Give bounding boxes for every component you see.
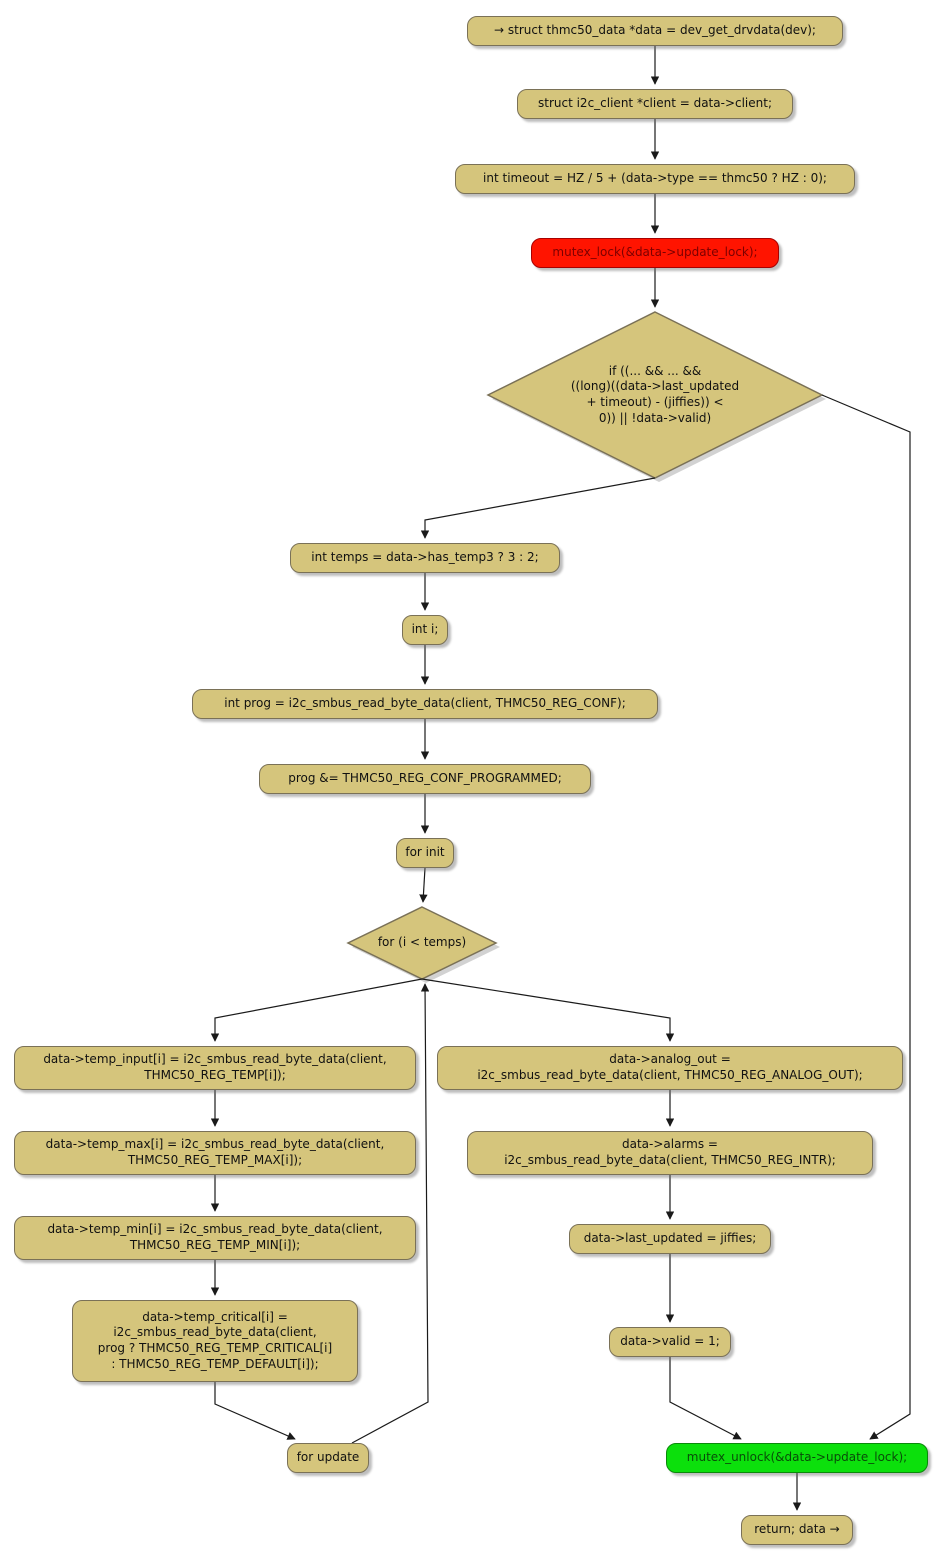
activity-analog-out: data->analog_out = i2c_smbus_read_byte_d… xyxy=(437,1046,903,1090)
activity-timeout: int timeout = HZ / 5 + (data->type == th… xyxy=(455,164,855,194)
activity-alarms: data->alarms = i2c_smbus_read_byte_data(… xyxy=(467,1131,873,1175)
activity-for-update: for update xyxy=(287,1443,369,1473)
activity-start: → struct thmc50_data *data = dev_get_drv… xyxy=(467,16,843,46)
activity-last-updated: data->last_updated = jiffies; xyxy=(569,1224,771,1254)
activity-return: return; data → xyxy=(741,1515,853,1545)
activity-int-i: int i; xyxy=(402,615,448,645)
activity-for-init: for init xyxy=(396,838,454,868)
activity-temps: int temps = data->has_temp3 ? 3 : 2; xyxy=(290,543,560,573)
decision-if-label: if ((... && ... && ((long)((data->last_u… xyxy=(570,363,740,425)
edge-critical-forupdate xyxy=(214,1382,296,1440)
edge-forcond-body xyxy=(210,978,423,1042)
activity-prog-mask: prog &= THMC50_REG_CONF_PROGRAMMED; xyxy=(259,764,591,794)
activity-temp-critical: data->temp_critical[i] = i2c_smbus_read_… xyxy=(72,1300,358,1382)
activity-valid: data->valid = 1; xyxy=(609,1327,731,1357)
activity-mutex-lock: mutex_lock(&data->update_lock); xyxy=(531,238,779,268)
decision-for-label: for (i < temps) xyxy=(377,935,467,950)
edge-forinit-forcond xyxy=(419,867,428,903)
activity-mutex-unlock: mutex_unlock(&data->update_lock); xyxy=(666,1443,928,1473)
activity-temp-max: data->temp_max[i] = i2c_smbus_read_byte_… xyxy=(14,1131,416,1175)
activity-client-assign: struct i2c_client *client = data->client… xyxy=(517,89,793,119)
activity-temp-min: data->temp_min[i] = i2c_smbus_read_byte_… xyxy=(14,1216,416,1260)
edge-valid-unlock xyxy=(669,1357,742,1440)
edge-forupdate-loopback xyxy=(351,983,430,1444)
edge-if-false-bypass xyxy=(821,394,911,1440)
edge-forcond-exit xyxy=(421,978,675,1042)
activity-prog-read: int prog = i2c_smbus_read_byte_data(clie… xyxy=(192,689,658,719)
edge-if-true xyxy=(420,477,656,539)
activity-temp-input: data->temp_input[i] = i2c_smbus_read_byt… xyxy=(14,1046,416,1090)
